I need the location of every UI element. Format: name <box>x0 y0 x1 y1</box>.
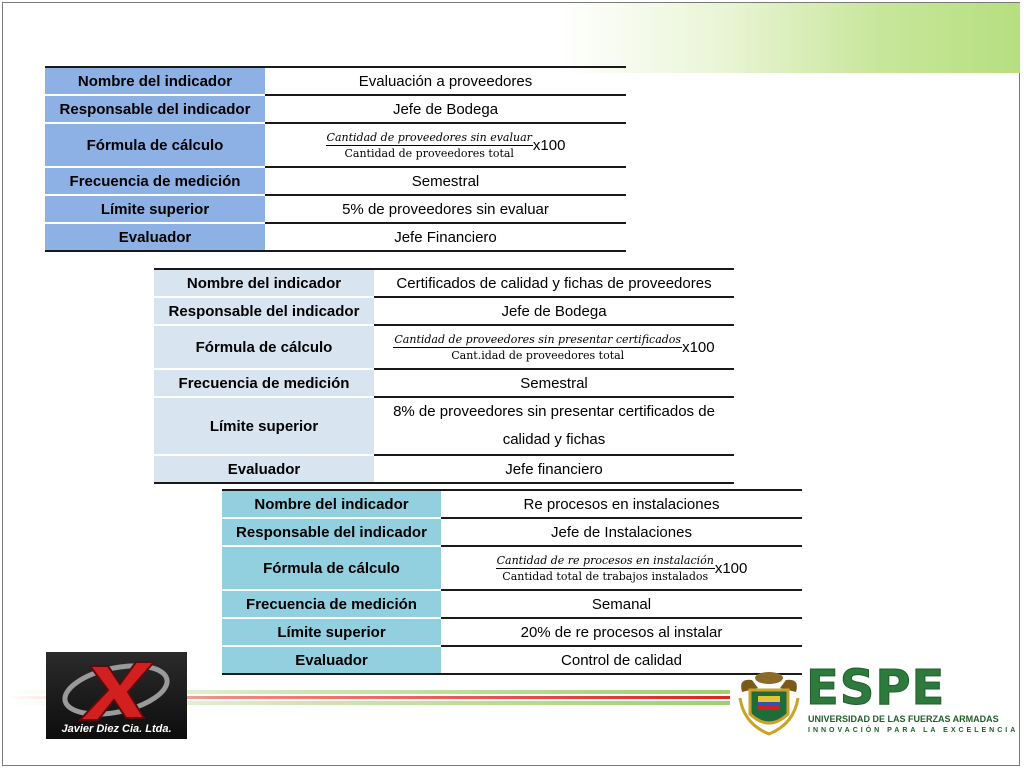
row-label: Frecuencia de medición <box>45 167 265 196</box>
row-label: Límite superior <box>222 618 441 647</box>
row-label: Evaluador <box>45 223 265 252</box>
espe-logo: ESPE UNIVERSIDAD DE LAS FUERZAS ARMADAS … <box>736 660 1019 740</box>
table-row: Fórmula de cálculo Cantidad de proveedor… <box>45 123 626 168</box>
row-label: Nombre del indicador <box>154 268 374 298</box>
table-row: Límite superior 8% de proveedores sin pr… <box>154 397 734 456</box>
row-label: Frecuencia de medición <box>154 369 374 398</box>
formula-numerator: Cantidad de re procesos en instalación <box>495 553 715 569</box>
formula-cell: Cantidad de re procesos en instalación C… <box>441 546 802 591</box>
table-row: Evaluador Jefe Financiero <box>45 223 626 252</box>
stripe-red <box>6 696 730 699</box>
row-value: Jefe financiero <box>374 455 734 484</box>
indicator-table-2: Nombre del indicador Certificados de cal… <box>154 268 734 484</box>
formula-multiplier: x100 <box>532 136 566 154</box>
row-label: Responsable del indicador <box>45 95 265 124</box>
espe-wordmark: ESPE <box>806 660 946 716</box>
row-value: Jefe de Bodega <box>265 95 626 124</box>
formula-multiplier: x100 <box>714 559 748 577</box>
row-value: Re procesos en instalaciones <box>441 489 802 519</box>
row-value: Jefe de Bodega <box>374 297 734 326</box>
table-row: Fórmula de cálculo Cantidad de re proces… <box>222 546 802 591</box>
formula-denominator: Cant.idad de proveedores total <box>451 348 625 362</box>
row-label: Límite superior <box>45 195 265 224</box>
indicator-table-1: Nombre del indicador Evaluación a provee… <box>45 66 626 252</box>
crest-icon <box>738 672 800 736</box>
row-value: Control de calidad <box>441 646 802 675</box>
stripe-green <box>6 690 730 694</box>
row-value: 20% de re procesos al instalar <box>441 618 802 647</box>
row-label: Fórmula de cálculo <box>45 123 265 168</box>
indicator-table-3: Nombre del indicador Re procesos en inst… <box>222 489 802 675</box>
table-row: Límite superior 5% de proveedores sin ev… <box>45 195 626 224</box>
row-label: Responsable del indicador <box>222 518 441 547</box>
table-row: Evaluador Jefe financiero <box>154 455 734 484</box>
row-value: 5% de proveedores sin evaluar <box>265 195 626 224</box>
table-row: Evaluador Control de calidad <box>222 646 802 675</box>
formula-fraction: Cantidad de re procesos en instalación C… <box>495 553 715 583</box>
row-value: Semestral <box>265 167 626 196</box>
university-name: UNIVERSIDAD DE LAS FUERZAS ARMADAS <box>808 714 999 724</box>
row-value: Jefe de Instalaciones <box>441 518 802 547</box>
row-label: Nombre del indicador <box>45 66 265 96</box>
formula-denominator: Cantidad de proveedores total <box>344 146 514 160</box>
row-label: Evaluador <box>154 455 374 484</box>
company-logo: Javier Diez Cia. Ltda. <box>46 652 187 739</box>
formula-numerator: Cantidad de proveedores sin evaluar <box>325 130 533 146</box>
table-row: Responsable del indicador Jefe de Instal… <box>222 518 802 547</box>
table-row: Frecuencia de medición Semanal <box>222 590 802 619</box>
row-value: 8% de proveedores sin presentar certific… <box>374 397 734 456</box>
table-row: Responsable del indicador Jefe de Bodega <box>154 297 734 326</box>
table-row: Nombre del indicador Re procesos en inst… <box>222 489 802 519</box>
formula-numerator: Cantidad de proveedores sin presentar ce… <box>393 332 683 348</box>
row-value: Semanal <box>441 590 802 619</box>
top-green-gradient <box>560 3 1020 73</box>
formula-fraction: Cantidad de proveedores sin presentar ce… <box>393 332 683 362</box>
row-label: Responsable del indicador <box>154 297 374 326</box>
table-row: Límite superior 20% de re procesos al in… <box>222 618 802 647</box>
table-row: Nombre del indicador Certificados de cal… <box>154 268 734 298</box>
table-row: Fórmula de cálculo Cantidad de proveedor… <box>154 325 734 370</box>
footer-stripes <box>6 690 730 710</box>
table-row: Frecuencia de medición Semestral <box>154 369 734 398</box>
row-value: Certificados de calidad y fichas de prov… <box>374 268 734 298</box>
formula-denominator: Cantidad total de trabajos instalados <box>502 569 709 583</box>
row-value: Jefe Financiero <box>265 223 626 252</box>
row-label: Fórmula de cálculo <box>154 325 374 370</box>
table-row: Nombre del indicador Evaluación a provee… <box>45 66 626 96</box>
table-row: Frecuencia de medición Semestral <box>45 167 626 196</box>
formula-cell: Cantidad de proveedores sin evaluar Cant… <box>265 123 626 168</box>
formula-cell: Cantidad de proveedores sin presentar ce… <box>374 325 734 370</box>
row-label: Fórmula de cálculo <box>222 546 441 591</box>
stripe-green <box>6 701 730 705</box>
company-name: Javier Diez Cia. Ltda. <box>61 723 172 735</box>
row-label: Nombre del indicador <box>222 489 441 519</box>
formula-multiplier: x100 <box>682 338 715 356</box>
table-row: Responsable del indicador Jefe de Bodega <box>45 95 626 124</box>
university-motto: INNOVACIÓN PARA LA EXCELENCIA <box>808 727 1019 734</box>
x-logo-icon <box>62 661 170 721</box>
row-value: Evaluación a proveedores <box>265 66 626 96</box>
row-value: Semestral <box>374 369 734 398</box>
row-label: Límite superior <box>154 397 374 456</box>
row-label: Evaluador <box>222 646 441 675</box>
formula-fraction: Cantidad de proveedores sin evaluar Cant… <box>325 130 533 160</box>
row-label: Frecuencia de medición <box>222 590 441 619</box>
